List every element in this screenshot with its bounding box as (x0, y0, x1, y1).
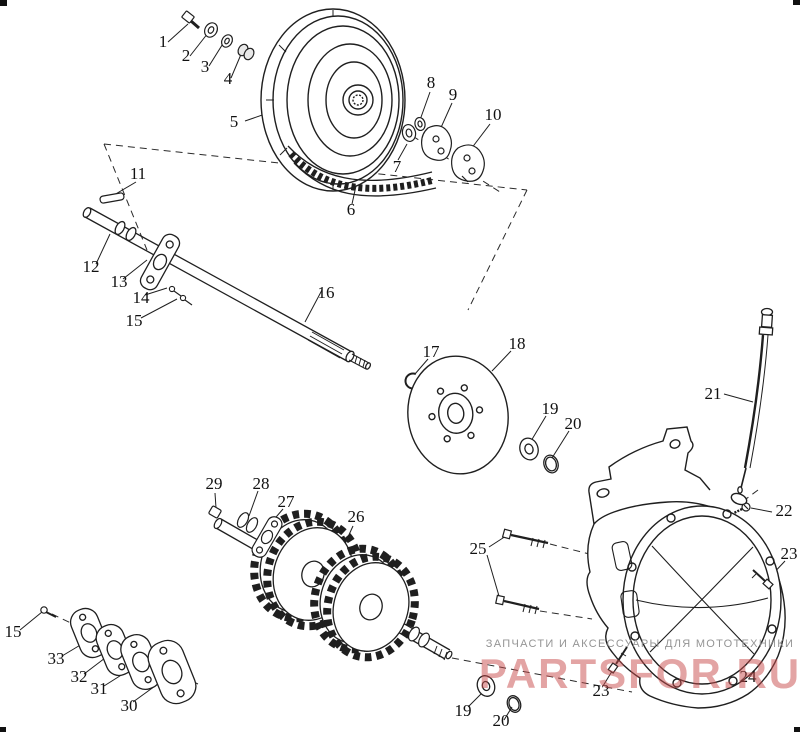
callout-label: 17 (423, 342, 441, 361)
callout-label: 20 (565, 414, 582, 433)
callout-label: 12 (83, 257, 100, 276)
callout-label: 33 (48, 649, 65, 668)
callout-label: 15 (5, 622, 22, 641)
callout-label: 19 (542, 399, 559, 418)
gasket-stack (69, 607, 197, 705)
drive-shaft-end (407, 626, 453, 661)
callout-label: 28 (253, 474, 270, 493)
callout-label: 6 (347, 200, 356, 219)
bolt-15-lower (40, 606, 57, 618)
callout-label: 24 (740, 667, 758, 686)
watermark: ЗАПЧАСТИ И АКСЕССУАРЫ ДЛЯ МОТОТЕХНИКИ PA… (479, 638, 800, 697)
washer-2 (203, 22, 219, 38)
bracket-plate-10 (451, 144, 485, 183)
callout-label: 18 (509, 334, 526, 353)
speedometer-cable (737, 307, 774, 494)
callout-label: 7 (393, 157, 402, 176)
retainer-washer-7 (401, 123, 417, 143)
callout-label: 11 (130, 164, 146, 183)
driven-clutch-pulley (260, 8, 406, 192)
callout-label: 23 (593, 681, 610, 700)
callout-label: 1 (159, 32, 168, 51)
nut-29 (208, 505, 222, 519)
callout-label: 25 (470, 539, 487, 558)
spacer-4 (237, 43, 255, 61)
washer-3 (220, 34, 234, 48)
brake-disc (407, 355, 509, 475)
callout-label: 21 (705, 384, 722, 403)
bearing-flange-27 (251, 516, 283, 558)
callout-label: 26 (348, 507, 365, 526)
callout-label: 10 (485, 105, 502, 124)
callout-labels: 1 2 3 4 5 6 7 8 9 10 11 12 13 14 15 16 1… (5, 32, 798, 730)
washer-19 (519, 437, 539, 461)
lock-washer-8 (414, 116, 426, 132)
callout-label: 23 (781, 544, 798, 563)
bolt-23-right (751, 569, 774, 590)
watermark-site: PARTSFOR.RU (479, 650, 800, 697)
shaft-key (99, 192, 125, 204)
jackshaft (82, 207, 372, 370)
callout-label: 14 (133, 288, 151, 307)
retainer-plate-9 (421, 125, 453, 161)
bolt-1 (181, 10, 200, 30)
watermark-tagline: ЗАПЧАСТИ И АКСЕССУАРЫ ДЛЯ МОТОТЕХНИКИ (486, 638, 794, 650)
callout-label: 32 (71, 667, 88, 686)
gasket-32 (95, 623, 135, 677)
callout-label: 8 (427, 73, 436, 92)
callout-label: 29 (206, 474, 223, 493)
callout-label: 31 (91, 679, 108, 698)
callout-label: 3 (201, 57, 210, 76)
callout-label: 27 (278, 492, 296, 511)
callout-label: 19 (455, 701, 472, 720)
callout-label: 16 (318, 283, 335, 302)
callout-label: 9 (449, 85, 458, 104)
track-segment (287, 145, 437, 197)
oring-20-lower (506, 695, 522, 713)
drive-sprockets (250, 509, 419, 662)
callout-label: 22 (776, 501, 793, 520)
bolt-25-lower (495, 594, 540, 615)
chaincase-housing (586, 426, 786, 709)
callout-label: 2 (182, 46, 191, 65)
washer-19-lower (476, 675, 496, 697)
callout-label: 20 (493, 711, 510, 730)
callout-label: 5 (230, 112, 239, 131)
bolt-25-upper (501, 528, 549, 549)
bearing-flange-group (208, 505, 283, 558)
cable-boss (730, 492, 748, 506)
bolt-23-bottom (607, 646, 628, 674)
mount-bracket (588, 426, 711, 525)
shaft-flange-13 (139, 233, 181, 291)
callout-label: 4 (224, 69, 233, 88)
cover-30 (147, 639, 197, 705)
callout-label: 30 (121, 696, 138, 715)
oring-20 (543, 454, 559, 474)
clutch-fasteners (181, 10, 255, 61)
flange-bolts-14-15 (168, 285, 193, 306)
callout-label: 13 (111, 272, 128, 291)
callout-label: 15 (126, 311, 143, 330)
bolts-25 (495, 528, 549, 615)
